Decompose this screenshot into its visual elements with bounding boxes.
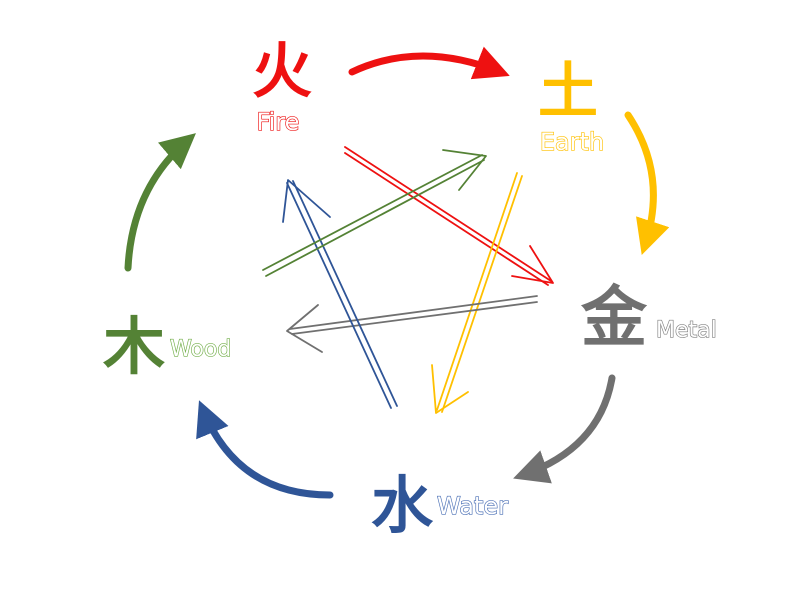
overcoming-cycle <box>262 146 554 414</box>
arrow-water-to-wood <box>196 400 334 499</box>
metal-character: 金 <box>580 279 648 356</box>
arrow-fire-to-earth <box>348 46 510 80</box>
arrow-earth-to-water <box>431 172 523 414</box>
arrow-water-to-fire <box>282 179 398 409</box>
wood-label: Wood <box>170 337 231 362</box>
arrow-wood-to-fire <box>124 133 196 272</box>
earth-character: 土 <box>538 57 598 127</box>
element-water: 水 Water <box>371 469 509 542</box>
arrow-fire-to-metal <box>344 146 554 286</box>
fire-character: 火 <box>252 37 312 107</box>
element-earth: 土 Earth <box>538 57 605 157</box>
wood-character: 木 <box>103 310 165 383</box>
element-metal: 金 Metal <box>580 279 717 356</box>
metal-label: Metal <box>656 318 717 343</box>
earth-label: Earth <box>540 128 604 156</box>
water-label: Water <box>437 492 508 520</box>
arrow-metal-to-water <box>513 374 616 484</box>
fire-label: Fire <box>257 108 300 136</box>
element-wood: 木 Wood <box>103 310 232 383</box>
element-fire: 火 Fire <box>252 37 312 137</box>
water-character: 水 <box>371 469 434 542</box>
arrow-wood-to-earth <box>262 149 487 277</box>
generating-cycle <box>124 46 670 499</box>
arrow-earth-to-metal <box>624 111 670 255</box>
arrow-metal-to-wood <box>286 295 538 353</box>
